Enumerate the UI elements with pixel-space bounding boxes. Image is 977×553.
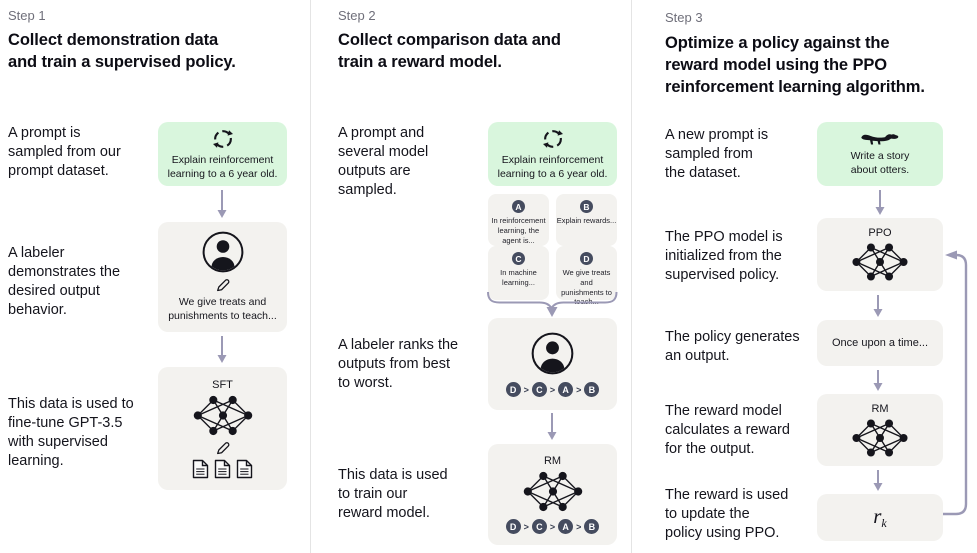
step-1-caption-prompt: A prompt is sampled from our prompt data… — [8, 125, 121, 179]
step-2-caption-rank: A labeler ranks the outputs from best to… — [338, 337, 459, 391]
output-card-text: In machine learning... — [500, 268, 537, 287]
step-1-label: Step 1 — [8, 8, 46, 23]
output-badge: A — [512, 200, 525, 213]
reward-model-box-step2: RM D > C > A > B — [488, 444, 617, 545]
sft-label: SFT — [212, 378, 233, 391]
prompt-text: Explain reinforcement learning to a 6 ye… — [497, 153, 608, 180]
step-1-caption-labeler: A labeler demonstrates the desired outpu… — [8, 245, 121, 318]
step-1-heading: Collect demonstration data and train a s… — [8, 31, 236, 71]
step-3-caption-reward: The reward model calculates a reward for… — [665, 403, 790, 457]
column-divider-1 — [310, 0, 311, 553]
step-2-heading: Collect comparison data and train a rewa… — [338, 31, 561, 71]
demonstration-text: We give treats and punishments to teach.… — [168, 296, 277, 322]
reward-model-box-step3: RM — [817, 394, 943, 466]
neural-net-icon — [852, 419, 908, 456]
neural-net-icon — [523, 471, 582, 512]
output-badge: D — [580, 252, 593, 265]
labeler-demo-box: We give treats and punishments to teach.… — [158, 222, 287, 332]
rank-badge: C — [531, 519, 547, 534]
cycle-icon — [542, 129, 563, 148]
document-icon — [236, 459, 253, 478]
person-icon — [531, 332, 574, 375]
reward-value: rk — [873, 504, 887, 530]
neural-net-icon — [193, 395, 252, 435]
output-badge: C — [512, 252, 525, 265]
neural-net-icon — [852, 243, 908, 281]
pencil-icon — [217, 279, 230, 292]
rm-label: RM — [871, 402, 889, 415]
rank-badge: B — [584, 382, 600, 397]
reward-value-box: rk — [817, 494, 943, 541]
rank-badge: C — [531, 382, 547, 397]
prompt-text: Write a story about otters. — [850, 150, 910, 176]
step-3-label: Step 3 — [665, 10, 703, 25]
step-2-label: Step 2 — [338, 8, 376, 23]
labeler-rank-box: D > C > A > B — [488, 318, 617, 410]
rank-badge: A — [558, 382, 574, 397]
output-card-a: A In reinforcement learning, the agent i… — [488, 194, 549, 246]
merge-arrowhead — [546, 307, 558, 317]
document-icon — [214, 459, 231, 478]
prompt-box-step1: Explain reinforcement learning to a 6 ye… — [158, 122, 287, 186]
generated-output-text: Once upon a time... — [832, 336, 928, 349]
pencil-icon — [217, 441, 230, 454]
ranking-row: D > C > A > B — [505, 382, 600, 397]
step-3-heading: Optimize a policy against the reward mod… — [665, 34, 925, 96]
step-2-caption-prompt: A prompt and several model outputs are s… — [338, 125, 429, 198]
output-card-c: C In machine learning... — [488, 246, 549, 300]
step-1-caption-sft: This data is used to fine-tune GPT-3.5 w… — [8, 396, 134, 469]
rank-separator: > — [549, 384, 556, 395]
output-card-b: B Explain rewards... — [556, 194, 617, 246]
rank-separator: > — [523, 384, 529, 395]
step-3-caption-output: The policy generates an output. — [665, 329, 800, 364]
document-icon — [192, 459, 209, 478]
column-divider-2 — [631, 0, 632, 553]
cycle-icon — [212, 129, 233, 148]
output-card-text: Explain rewards... — [556, 216, 617, 225]
rank-separator: > — [576, 521, 582, 532]
prompt-box-step2: Explain reinforcement learning to a 6 ye… — [488, 122, 617, 186]
ranking-row: D > C > A > B — [505, 519, 600, 534]
rm-label: RM — [543, 455, 562, 467]
person-icon — [202, 231, 243, 273]
generated-output-box: Once upon a time... — [817, 320, 943, 366]
prompt-text: Explain reinforcement learning to a 6 ye… — [167, 153, 278, 180]
sft-model-box: SFT — [158, 367, 287, 490]
rank-separator: > — [576, 384, 582, 395]
output-badge: B — [580, 200, 593, 213]
output-card-text: In reinforcement learning, the agent is.… — [491, 216, 546, 245]
otter-icon — [861, 134, 899, 145]
ppo-label: PPO — [868, 227, 892, 239]
feedback-arrowhead — [945, 250, 957, 260]
step-3-caption-update: The reward is used to update the policy … — [665, 487, 789, 541]
step-3-caption-prompt: A new prompt is sampled from the dataset… — [665, 127, 769, 181]
documents-row — [192, 459, 253, 479]
rank-badge: D — [505, 382, 521, 397]
output-card-d: D We give treats and punishments to teac… — [556, 246, 617, 306]
step-2-caption-rm: This data is used to train our reward mo… — [338, 467, 448, 521]
rank-badge: D — [505, 519, 521, 534]
rank-badge: A — [558, 519, 574, 534]
output-card-text: We give treats and punishments to teach.… — [561, 268, 612, 307]
rank-badge: B — [584, 519, 600, 534]
feedback-loop-arrow — [943, 253, 968, 516]
step-3-caption-ppo: The PPO model is initialized from the su… — [665, 229, 783, 283]
rank-separator: > — [523, 521, 529, 532]
prompt-box-step3: Write a story about otters. — [817, 122, 943, 186]
ppo-model-box: PPO — [817, 218, 943, 291]
rank-separator: > — [549, 521, 556, 532]
